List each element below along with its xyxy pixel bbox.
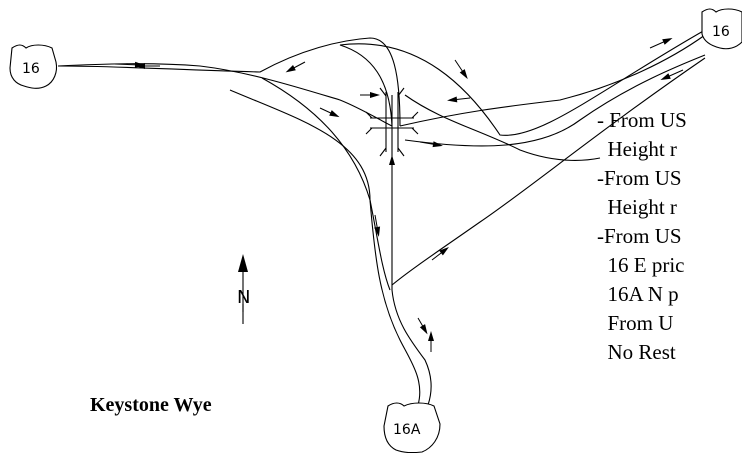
north-arrow-head <box>238 254 248 272</box>
north-arrow: N <box>237 254 250 324</box>
note-line: Height r <box>597 137 677 161</box>
us16-northeast-shield: 16 <box>701 8 742 50</box>
note-line: No Rest <box>597 340 676 364</box>
note-line: From U <box>597 311 674 335</box>
road-north-arc <box>339 29 706 136</box>
road-southeast-ramp <box>391 57 706 286</box>
road-west-us16 <box>57 63 393 127</box>
road-northeast-inner <box>399 34 706 127</box>
flow-arrow <box>285 61 306 73</box>
us16-west-shield: 16 <box>9 44 58 89</box>
overpass-symbol <box>365 87 419 157</box>
note-line: -From US <box>597 166 682 190</box>
flow-arrow <box>649 37 673 49</box>
us16a-south-label: 16A <box>393 422 421 438</box>
flow-arrow <box>454 59 468 80</box>
road-northeast-outer <box>404 54 706 147</box>
diagram-caption: Keystone Wye <box>90 394 212 416</box>
note-line: -From US <box>597 224 682 248</box>
us16a-south-shield: 16A <box>383 402 441 453</box>
north-letter: N <box>237 287 250 308</box>
us16-northeast-label: 16 <box>712 24 730 40</box>
flow-arrow <box>417 317 428 335</box>
flow-arrow <box>447 96 471 103</box>
note-line: Height r <box>597 195 677 219</box>
flow-arrow <box>374 214 381 237</box>
road-west-south-curve <box>261 77 391 291</box>
flow-arrow <box>319 107 340 118</box>
note-line: 16A N p <box>597 282 679 306</box>
note-line: - From US <box>597 108 687 132</box>
road-southwest-loop <box>229 89 421 406</box>
flow-arrow <box>660 69 684 81</box>
road-northwest-loop <box>57 37 401 127</box>
road-east-ramp <box>404 94 601 161</box>
note-line: 16 E pric <box>597 253 685 277</box>
restriction-notes: - From US Height r -From US Height r -Fr… <box>597 106 742 453</box>
road-spine <box>391 95 432 406</box>
us16-west-label: 16 <box>22 61 40 77</box>
flow-arrow <box>431 246 449 261</box>
flow-arrow <box>419 141 443 148</box>
